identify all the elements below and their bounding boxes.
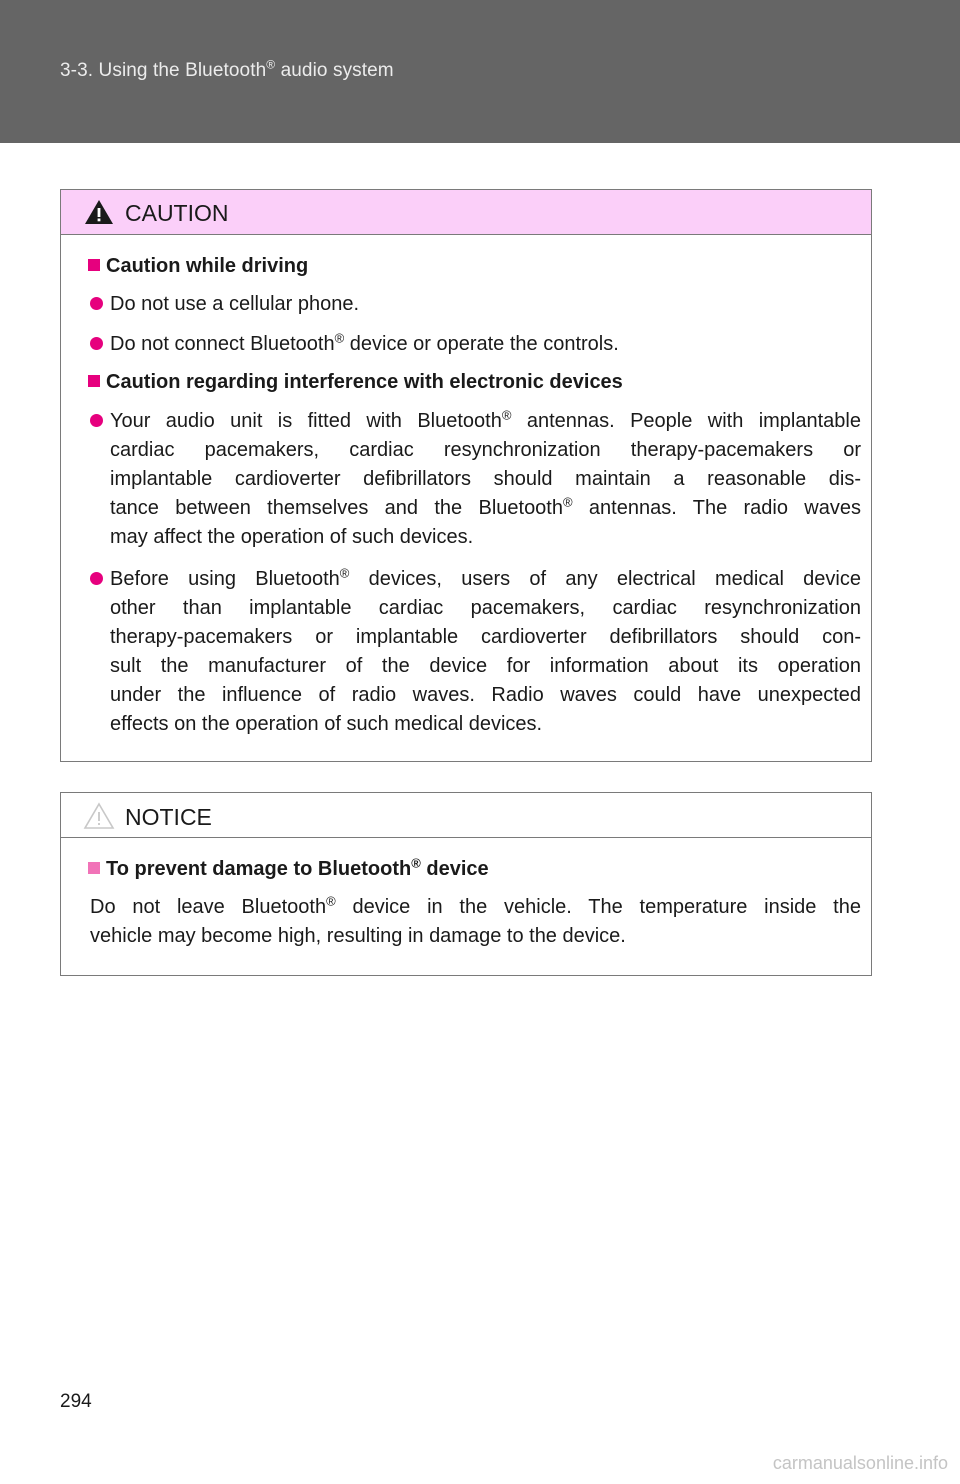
warning-triangle-icon — [85, 200, 113, 224]
square-bullet-icon — [88, 259, 100, 271]
notice-paragraph: Do not leave Bluetooth® device in the ve… — [90, 893, 861, 947]
caution-bullet: Before using Bluetooth® devices, users o… — [90, 565, 861, 739]
round-bullet-icon — [90, 414, 103, 427]
square-bullet-icon — [88, 375, 100, 387]
caution-section-interference: Caution regarding interference with elec… — [88, 371, 623, 394]
page-header: 3-3. Using the Bluetooth® audio system — [0, 0, 960, 143]
caution-bullet: Do not connect Bluetooth® device or oper… — [90, 330, 861, 359]
section-title: 3-3. Using the Bluetooth® audio system — [60, 57, 394, 81]
caution-header: CAUTION — [61, 190, 871, 235]
caution-section-driving: Caution while driving — [88, 255, 308, 278]
notice-section-title: To prevent damage to Bluetooth® device — [88, 856, 489, 881]
caution-bullet: Do not use a cellular phone. — [90, 290, 861, 319]
round-bullet-icon — [90, 337, 103, 350]
caution-bullet: Your audio unit is fitted with Bluetooth… — [90, 407, 861, 552]
notice-label: NOTICE — [125, 804, 212, 830]
warning-outline-icon — [83, 802, 115, 829]
caution-box: CAUTION Caution while driving Do not use… — [60, 189, 872, 762]
notice-header: NOTICE — [61, 793, 871, 838]
notice-box: NOTICE To prevent damage to Bluetooth® d… — [60, 792, 872, 976]
round-bullet-icon — [90, 572, 103, 585]
caution-label: CAUTION — [125, 200, 229, 226]
round-bullet-icon — [90, 297, 103, 310]
square-bullet-icon — [88, 862, 100, 874]
page-number: 294 — [60, 1391, 92, 1412]
watermark: carmanualsonline.info — [772, 1453, 948, 1473]
